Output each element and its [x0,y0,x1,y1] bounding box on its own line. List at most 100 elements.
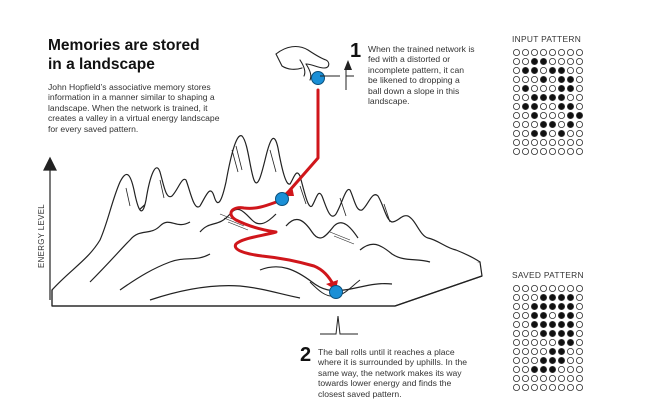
pattern-dot-off [513,348,519,354]
pattern-dot-off [576,321,582,327]
page-title: Memories are stored in a landscape [48,36,200,74]
pattern-dot-on [531,67,537,73]
energy-axis-label: ENERGY LEVEL [37,204,46,268]
pattern-dot-off [567,366,573,372]
pattern-dot-off [531,294,537,300]
pattern-dot-off [567,94,573,100]
pattern-dot-on [531,94,537,100]
pattern-dot-on [558,85,564,91]
pattern-dot-on [549,67,555,73]
pattern-dot-on [549,330,555,336]
pattern-dot-on [540,321,546,327]
step1-number: 1 [350,40,361,63]
pattern-dot-on [567,303,573,309]
pattern-dot-off [576,67,582,73]
pattern-dot-on [531,103,537,109]
pattern-dot-off [558,58,564,64]
pattern-dot-on [549,121,555,127]
pattern-dot-off [522,384,528,390]
pattern-dot-off [531,148,537,154]
pattern-dot-off [576,58,582,64]
pattern-dot-off [576,103,582,109]
pattern-dot-on [567,112,573,118]
pattern-dot-off [558,139,564,145]
pattern-dot-off [576,312,582,318]
pattern-dot-off [513,148,519,154]
pattern-dot-off [531,330,537,336]
pattern-dot-off [558,285,564,291]
pattern-dot-on [549,321,555,327]
pattern-dot-off [513,58,519,64]
pattern-dot-off [522,58,528,64]
pattern-dot-on [558,94,564,100]
pattern-dot-off [531,357,537,363]
pattern-dot-on [540,76,546,82]
pattern-dot-off [522,285,528,291]
pattern-dot-off [522,130,528,136]
pattern-dot-off [576,130,582,136]
pattern-dot-off [513,339,519,345]
pattern-dot-off [522,366,528,372]
step2-marker [320,316,358,334]
pattern-dot-off [567,357,573,363]
pattern-dot-on [558,312,564,318]
pattern-dot-off [522,139,528,145]
pattern-dot-off [576,285,582,291]
pattern-dot-off [567,148,573,154]
pattern-dot-off [549,103,555,109]
pattern-dot-off [531,375,537,381]
pattern-dot-on [558,294,564,300]
pattern-dot-off [549,76,555,82]
pattern-dot-off [522,294,528,300]
pattern-dot-on [540,94,546,100]
pattern-dot-off [522,303,528,309]
pattern-dot-off [576,348,582,354]
pattern-dot-off [549,58,555,64]
pattern-dot-on [567,85,573,91]
pattern-dot-off [540,103,546,109]
pattern-dot-on [531,312,537,318]
pattern-dot-off [522,148,528,154]
pattern-dot-off [549,384,555,390]
pattern-dot-on [531,58,537,64]
pattern-dot-on [522,67,528,73]
pattern-dot-off [567,348,573,354]
pattern-dot-off [567,375,573,381]
pattern-dot-off [513,94,519,100]
pattern-dot-off [540,85,546,91]
pattern-dot-on [549,357,555,363]
pattern-dot-off [513,312,519,318]
pattern-dot-off [576,139,582,145]
pattern-dot-off [531,76,537,82]
pattern-dot-on [540,330,546,336]
pattern-dot-on [540,366,546,372]
pattern-dot-on [531,303,537,309]
ball-icon [312,72,325,85]
input-pattern-grid [512,48,584,156]
pattern-dot-on [540,357,546,363]
pattern-dot-off [531,49,537,55]
pattern-dot-off [549,339,555,345]
pattern-dot-on [558,357,564,363]
pattern-dot-off [567,67,573,73]
pattern-dot-off [567,49,573,55]
pattern-dot-off [576,148,582,154]
pattern-dot-off [549,375,555,381]
pattern-dot-off [531,339,537,345]
pattern-dot-off [576,85,582,91]
pattern-dot-off [522,312,528,318]
pattern-dot-off [513,49,519,55]
pattern-dot-on [567,330,573,336]
pattern-dot-off [549,49,555,55]
pattern-dot-off [558,49,564,55]
pattern-dot-off [549,148,555,154]
pattern-dot-on [540,121,546,127]
pattern-dot-on [540,312,546,318]
intro-text: John Hopfield’s associative memory store… [48,82,253,134]
pattern-dot-off [576,294,582,300]
pattern-dot-off [531,348,537,354]
pattern-dot-off [531,285,537,291]
pattern-dot-off [513,130,519,136]
pattern-dot-on [558,348,564,354]
pattern-dot-on [540,130,546,136]
